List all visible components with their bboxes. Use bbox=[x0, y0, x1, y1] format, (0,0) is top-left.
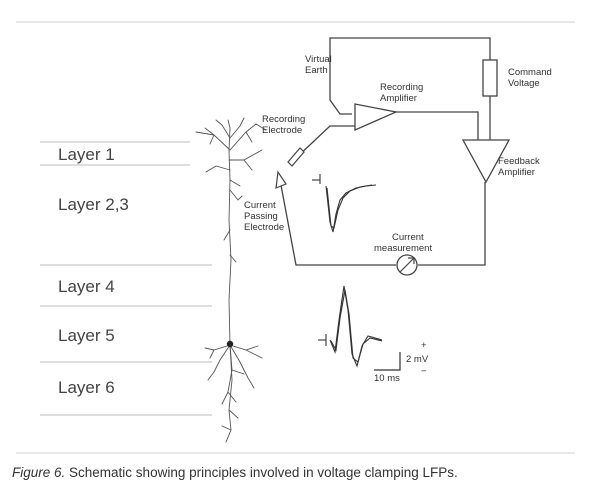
caption-text: Schematic showing principles involved in… bbox=[65, 465, 458, 480]
recording-amplifier-label: Recording Amplifier bbox=[380, 82, 426, 104]
layer-5-label: Layer 5 bbox=[58, 326, 115, 345]
scale-bar-plus: + bbox=[421, 340, 427, 351]
scale-bar-minus: − bbox=[421, 366, 427, 377]
scale-bar-voltage: 2 mV bbox=[406, 354, 429, 365]
layer-4-label: Layer 4 bbox=[58, 277, 115, 296]
current-meter-arrowhead bbox=[408, 257, 415, 264]
current-meter-arrow bbox=[399, 257, 415, 273]
current-electrode-tip bbox=[275, 170, 287, 189]
scale-bar bbox=[374, 352, 401, 371]
schematic-figure: Layer 1 Layer 2,3 Layer 4 Layer 5 Layer … bbox=[16, 21, 575, 454]
layer-1-label: Layer 1 bbox=[58, 145, 115, 164]
recording-electrode-label: Recording Electrode bbox=[262, 114, 308, 136]
figure-caption: Figure 6. Schematic showing principles i… bbox=[12, 465, 592, 480]
layer-boundaries bbox=[40, 141, 212, 416]
current-passing-electrode-label: Current Passing Electrode bbox=[244, 200, 284, 233]
command-voltage-box bbox=[482, 59, 498, 97]
circuit-wires bbox=[279, 37, 491, 266]
feedback-output-wire bbox=[418, 182, 486, 266]
neuron-soma bbox=[226, 340, 234, 348]
figure-number: Figure 6. bbox=[12, 465, 66, 480]
lfp-trace-upper bbox=[312, 174, 377, 233]
feedback-amplifier-label: Feedback Amplifier bbox=[498, 156, 542, 178]
current-electrode-wire bbox=[279, 179, 396, 266]
scale-bar-time: 10 ms bbox=[374, 373, 400, 384]
spike-trace-lower bbox=[318, 285, 383, 368]
command-voltage-label: Command Voltage bbox=[508, 67, 554, 89]
top-feedback-wire bbox=[329, 37, 491, 115]
recording-electrode-tip bbox=[287, 147, 305, 167]
feedback-amplifier-symbol bbox=[461, 139, 511, 184]
recording-amplifier-symbol bbox=[354, 103, 399, 131]
pyramidal-neuron bbox=[195, 117, 267, 443]
recording-electrode-wire bbox=[295, 125, 358, 159]
layer-23-label: Layer 2,3 bbox=[58, 195, 129, 214]
virtual-earth-label: Virtual Earth bbox=[305, 54, 334, 76]
layer-6-label: Layer 6 bbox=[58, 378, 115, 397]
rec-amp-output-wire bbox=[395, 111, 479, 148]
current-measurement-label: Current measurement bbox=[374, 232, 432, 254]
